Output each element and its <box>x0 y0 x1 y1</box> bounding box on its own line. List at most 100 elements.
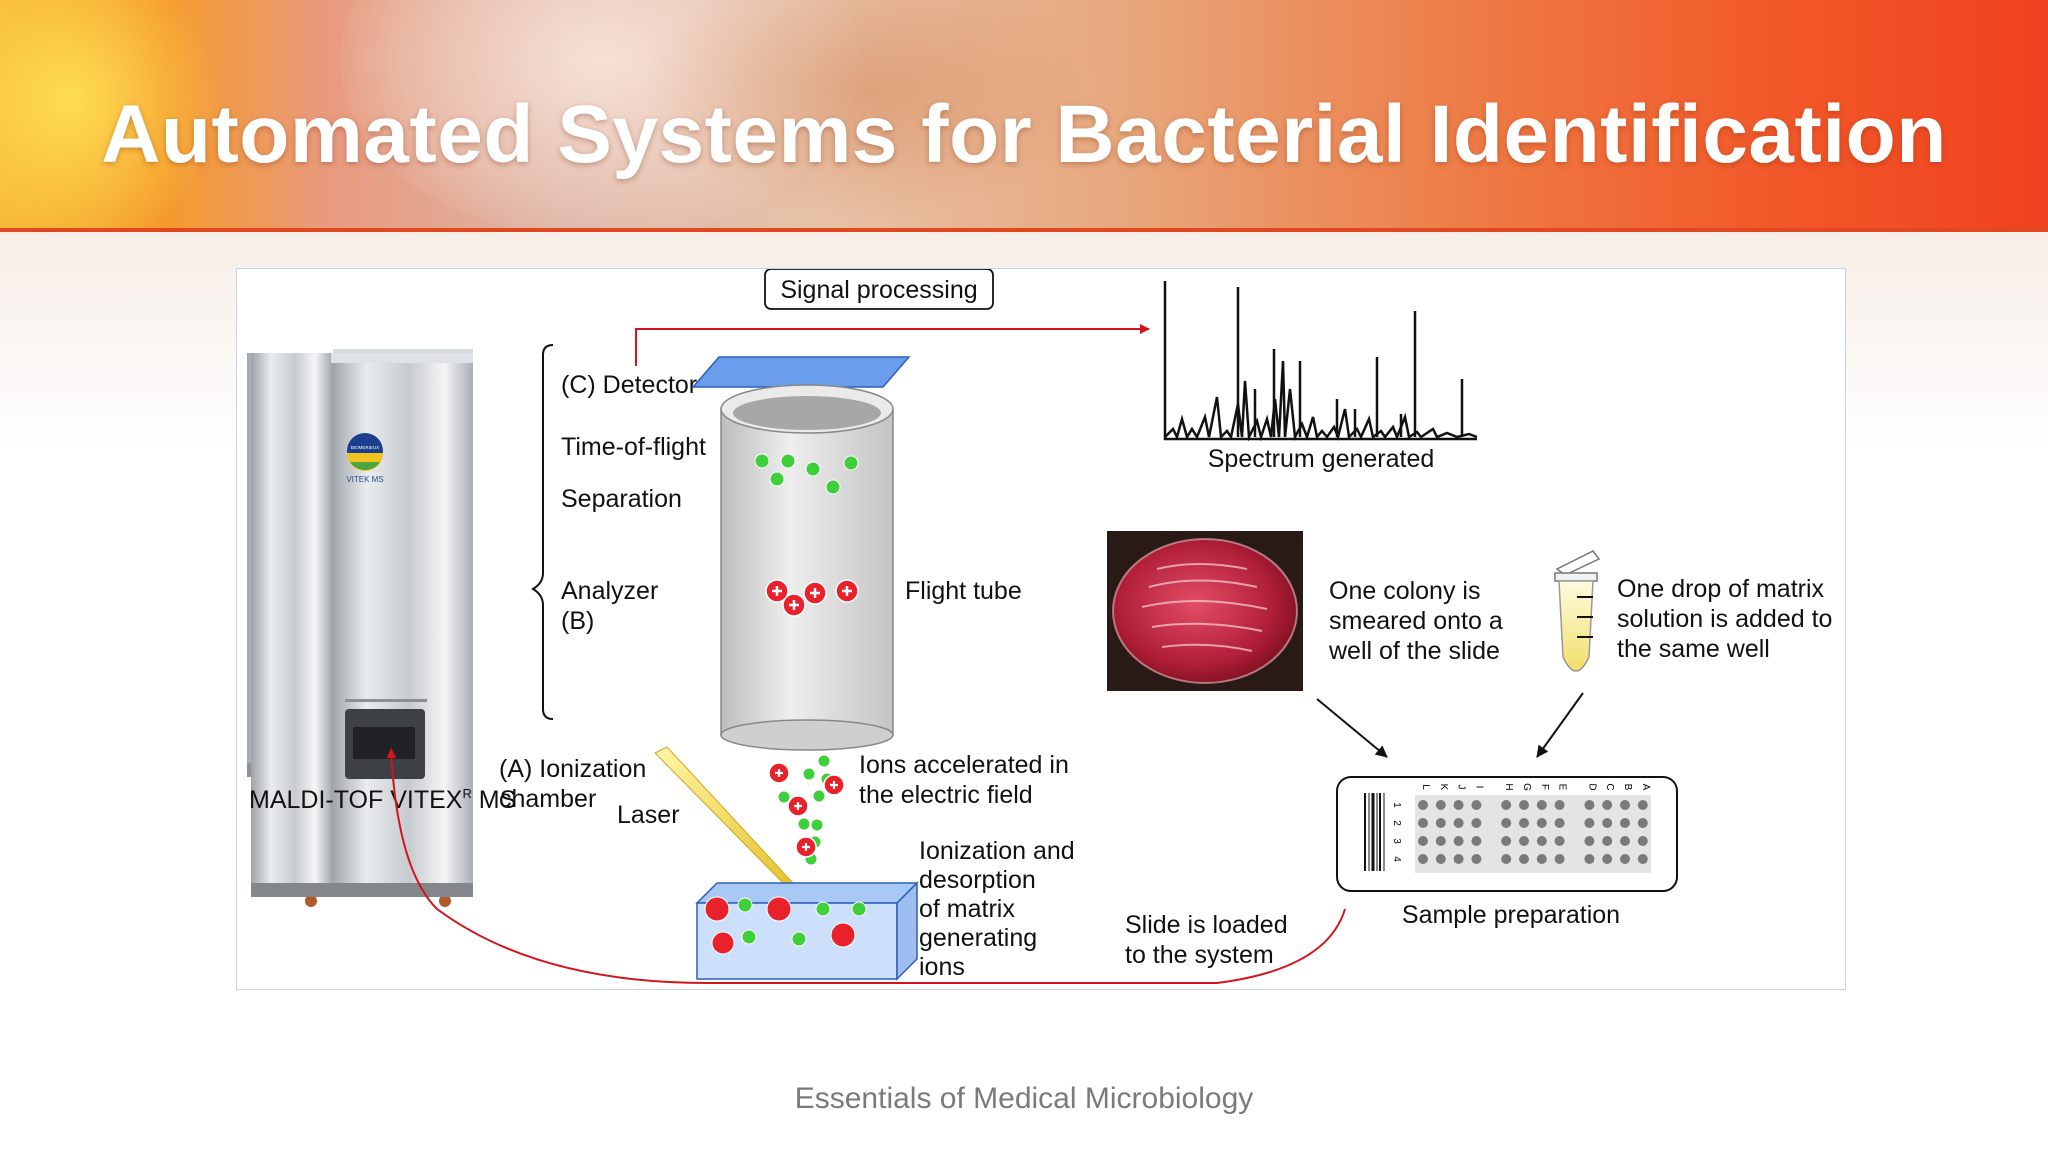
slide-well <box>1453 800 1464 810</box>
slide-well <box>1519 836 1529 846</box>
title-banner <box>0 0 2048 232</box>
desorption-label-1: Ionization and <box>919 837 1075 865</box>
slide-letter: B <box>1622 784 1633 791</box>
accelerated-ions <box>768 754 845 866</box>
slide-well <box>1471 818 1482 828</box>
slide-well <box>1584 800 1595 810</box>
colony-arrow <box>1316 698 1388 758</box>
slide-wells <box>1418 800 1648 864</box>
desorption-label-5: ions <box>919 953 965 981</box>
detector-plate <box>691 356 911 388</box>
slide-well <box>1519 854 1529 864</box>
slide-well <box>1418 836 1428 846</box>
slide-well <box>1637 854 1648 864</box>
slide-well <box>1501 836 1512 846</box>
slide-well <box>1453 854 1464 864</box>
svg-text:VITEK MS: VITEK MS <box>346 475 383 484</box>
slide-loaded-label-2: to the system <box>1125 941 1274 969</box>
slide-well <box>1637 818 1648 828</box>
slide-footer: Essentials of Medical Microbiology <box>794 1082 1254 1115</box>
slide-row-number: 2 <box>1391 820 1402 826</box>
sample-target-plate <box>695 881 919 981</box>
slide-well <box>1453 818 1464 828</box>
signal-arrow <box>635 324 1150 366</box>
slide-well <box>1602 818 1613 828</box>
slide-well <box>1554 818 1565 828</box>
slide-loading-arrow <box>386 748 1346 984</box>
slide-well <box>1584 854 1595 864</box>
ionization-chamber-label: chamber <box>499 785 596 813</box>
maldi-tof-figure: BIOMERIEUX VITEK MS BIOMERIEUX VITEK MS … <box>236 268 1846 990</box>
analyzer-label-b: (B) <box>561 607 594 635</box>
slide-well <box>1471 800 1482 810</box>
slide-well <box>1602 854 1613 864</box>
slide-well <box>1536 854 1547 864</box>
slide-letter: F <box>1539 784 1550 790</box>
colony-label-3: well of the slide <box>1328 637 1500 665</box>
maldi-tof-diagram: BIOMERIEUX VITEK MS BIOMERIEUX VITEK MS … <box>247 269 1832 984</box>
slide-well <box>1501 854 1512 864</box>
signal-processing-label: Signal processing <box>780 276 977 304</box>
slide-well <box>1418 854 1428 864</box>
matrix-label-2: solution is added to <box>1617 605 1832 633</box>
slide-well <box>1418 800 1428 810</box>
slide-letter: A <box>1640 784 1651 791</box>
slide-well <box>1471 836 1482 846</box>
maldi-machine-image: BIOMERIEUX VITEK MS BIOMERIEUX VITEK MS <box>247 349 473 907</box>
flight-tube-label: Flight tube <box>905 577 1022 605</box>
banner-shadow <box>640 0 1100 220</box>
ions-in-tube <box>754 453 859 617</box>
slide-well <box>1620 836 1630 846</box>
analyzer-label: Analyzer <box>561 577 658 605</box>
desorption-label-2: desorption <box>919 866 1036 894</box>
slide-well <box>1602 836 1613 846</box>
banner-highlight-left <box>0 0 220 232</box>
slide-well <box>1471 854 1482 864</box>
slide-letter: E <box>1557 784 1568 791</box>
matrix-label-3: the same well <box>1617 635 1770 663</box>
matrix-arrow <box>1536 692 1584 758</box>
laser-label: Laser <box>617 801 680 829</box>
slide-well <box>1453 836 1464 846</box>
slide-well <box>1554 800 1565 810</box>
slide-well <box>1501 818 1512 828</box>
time-of-flight-label: Time-of-flight <box>561 433 706 461</box>
colony-label-1: One colony is <box>1329 577 1480 605</box>
slide-well <box>1536 836 1547 846</box>
slide-well <box>1602 800 1613 810</box>
slide-well <box>1620 818 1630 828</box>
slide-row-number: 4 <box>1391 856 1402 862</box>
machine-label: MALDI-TOF VITEXR MS <box>249 786 516 814</box>
separation-label: Separation <box>561 485 682 513</box>
desorption-label-4: generating <box>919 924 1037 952</box>
slide-well <box>1435 836 1446 846</box>
slide-well <box>1584 836 1595 846</box>
slide-well <box>1418 818 1428 828</box>
slide-letter: L <box>1420 784 1431 790</box>
slide-well <box>1637 800 1648 810</box>
analyzer-brace <box>531 344 554 720</box>
petri-dish-image <box>1107 531 1303 691</box>
slide-well <box>1554 854 1565 864</box>
slide-well <box>1584 818 1595 828</box>
sample-preparation-label: Sample preparation <box>1402 901 1620 929</box>
detector-label: (C) Detector <box>561 371 697 399</box>
slide-well <box>1637 836 1648 846</box>
slide-well <box>1435 818 1446 828</box>
slide-letter: D <box>1586 783 1597 790</box>
svg-text:BIOMERIEUX: BIOMERIEUX <box>351 445 379 450</box>
target-slide <box>1336 776 1678 892</box>
slide-letter: J <box>1456 785 1467 790</box>
banner-rule <box>0 228 2048 232</box>
slide-well <box>1435 854 1446 864</box>
slide-loaded-label-1: Slide is loaded <box>1125 911 1288 939</box>
ionization-label: (A) Ionization <box>499 755 646 783</box>
slide-well <box>1519 818 1529 828</box>
slide-well <box>1536 818 1547 828</box>
slide-well <box>1620 854 1630 864</box>
slide-well <box>1536 800 1547 810</box>
slide-well <box>1554 836 1565 846</box>
slide-letter: G <box>1521 783 1532 791</box>
